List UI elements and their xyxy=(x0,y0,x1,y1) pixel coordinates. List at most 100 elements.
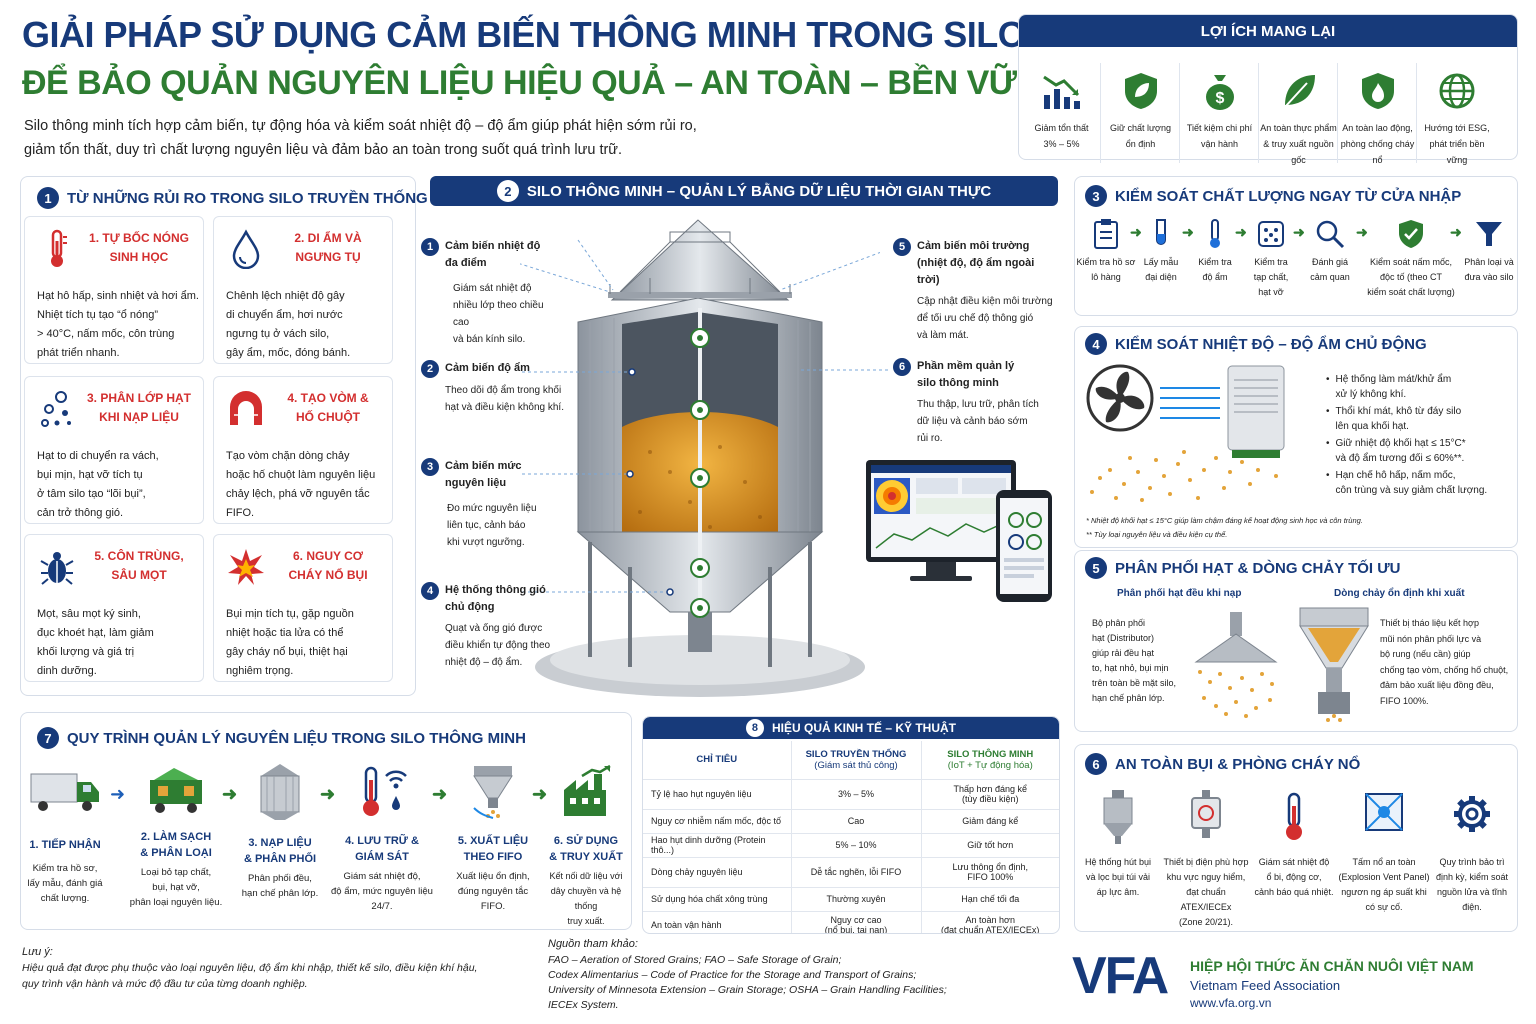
factory-growth-icon xyxy=(564,764,611,816)
shield-leaf-icon xyxy=(1124,73,1157,109)
step-title: 3. NẠP LIỆU& PHÂN PHỐI xyxy=(243,837,317,865)
reference-line: IECEx System. xyxy=(548,999,619,1011)
step-text: Phân phối đều,hạn chế phân lớp. xyxy=(241,873,319,899)
benefit-item: An toàn lao động,phòng chống cháy nổ xyxy=(1339,63,1417,165)
note-line-1: Hiệu quả đạt được phụ thuộc vào loại ngu… xyxy=(22,962,478,974)
thermometer-icon xyxy=(1286,792,1302,840)
risk-title: 5. CÔN TRÙNG,SÂU MỌT xyxy=(94,549,184,582)
discharge-illustration xyxy=(1299,607,1369,722)
leaf-icon xyxy=(1283,75,1315,108)
risk-card-insects: 5. CÔN TRÙNG,SÂU MỌT Mọt, sâu mọt ký sin… xyxy=(24,534,204,682)
process-step-receive: 1. TIẾP NHẬN Kiểm tra hồ sơ,lấy mẫu, đán… xyxy=(26,766,104,906)
safety-text: Tấm nổ an toàn(Explosion Vent Panel)ngươ… xyxy=(1338,857,1430,912)
arch-icon xyxy=(230,391,262,425)
step-title: 6. SỬ DỤNG& TRUY XUẤT xyxy=(549,835,623,863)
note-title: Lưu ý: xyxy=(22,946,53,958)
arrow-icon: ➜ xyxy=(532,784,548,804)
arrow-icon: ➜ xyxy=(1182,224,1194,240)
col-header-smart: SILO THÔNG MINH(IoT + Tự động hóa) xyxy=(920,741,1059,780)
shield-check-icon xyxy=(1399,220,1423,248)
benefit-label: An toàn lao động,phòng chống cháy nổ xyxy=(1340,123,1415,165)
truck-icon xyxy=(30,773,99,811)
process-step-load: 3. NẠP LIỆU& PHÂN PHỐI Phân phối đều,hạn… xyxy=(240,762,320,901)
impurity-icon xyxy=(1258,221,1284,247)
risk-text: Hạt hô hấp, sinh nhiệt và hơi ẩm.Nhiệt t… xyxy=(37,290,199,359)
org-name-en: Vietnam Feed Association xyxy=(1190,978,1341,993)
benefit-item: An toàn thực phẩm& truy xuất nguồn gốc xyxy=(1260,63,1338,165)
org-url[interactable]: www.vfa.org.vn xyxy=(1190,996,1272,1010)
cooling-unit-illustration xyxy=(1086,364,1285,502)
benefit-item: Hướng tới ESG,phát triển bền vững xyxy=(1418,63,1496,165)
reference-line: Codex Alimentarius – Code of Practice fo… xyxy=(548,969,917,981)
page-title: GIẢI PHÁP SỬ DỤNG CẢM BIẾN THÔNG MINH TR… xyxy=(22,14,1026,55)
globe-icon xyxy=(1439,73,1475,109)
benefits-title: LỢI ÍCH MANG LẠI xyxy=(1019,15,1517,47)
money-bag-icon: $ xyxy=(1205,75,1234,110)
reference-line: FAO – Aeration of Stored Grains; FAO – S… xyxy=(548,954,842,966)
intro-line-2: giảm tổn thất, duy trì chất lượng nguyên… xyxy=(24,142,623,158)
benefit-label: An toàn thực phẩm& truy xuất nguồn gốc xyxy=(1260,123,1337,165)
callout-connectors xyxy=(577,239,888,371)
references-title: Nguồn tham khảo: xyxy=(548,938,638,950)
col-header-criteria: CHỈ TIÊU xyxy=(643,741,791,780)
step-title: 1. TIẾP NHẬN xyxy=(29,839,101,851)
distributor-illustration xyxy=(1194,612,1278,718)
process-step-clean: 2. LÀM SẠCH& PHÂN LOẠI Loại bỏ tạp chất,… xyxy=(128,766,224,910)
risk-card-bridging: 4. TẠO VÒM &HỐ CHUỘT Tạo vòm chặn dòng c… xyxy=(213,376,393,524)
org-name-vn: HIỆP HỘI THỨC ĂN CHĂN NUÔI VIỆT NAM xyxy=(1190,958,1474,974)
magnifier-icon xyxy=(1316,220,1345,249)
water-drop-icon xyxy=(232,229,260,269)
arrow-icon: ➜ xyxy=(1130,224,1142,240)
step-title: 4. LƯU TRỮ &GIÁM SÁT xyxy=(345,835,419,863)
smart-silo-illustration xyxy=(520,219,880,697)
arrow-icon: ➜ xyxy=(1356,224,1368,240)
note-line-2: quy trình vận hành và mức độ đầu tư của … xyxy=(22,978,308,990)
beetle-icon xyxy=(40,552,74,585)
process-step-use: 6. SỬ DỤNG& TRUY XUẤT Kết nối dữ liệu vớ… xyxy=(540,764,632,929)
